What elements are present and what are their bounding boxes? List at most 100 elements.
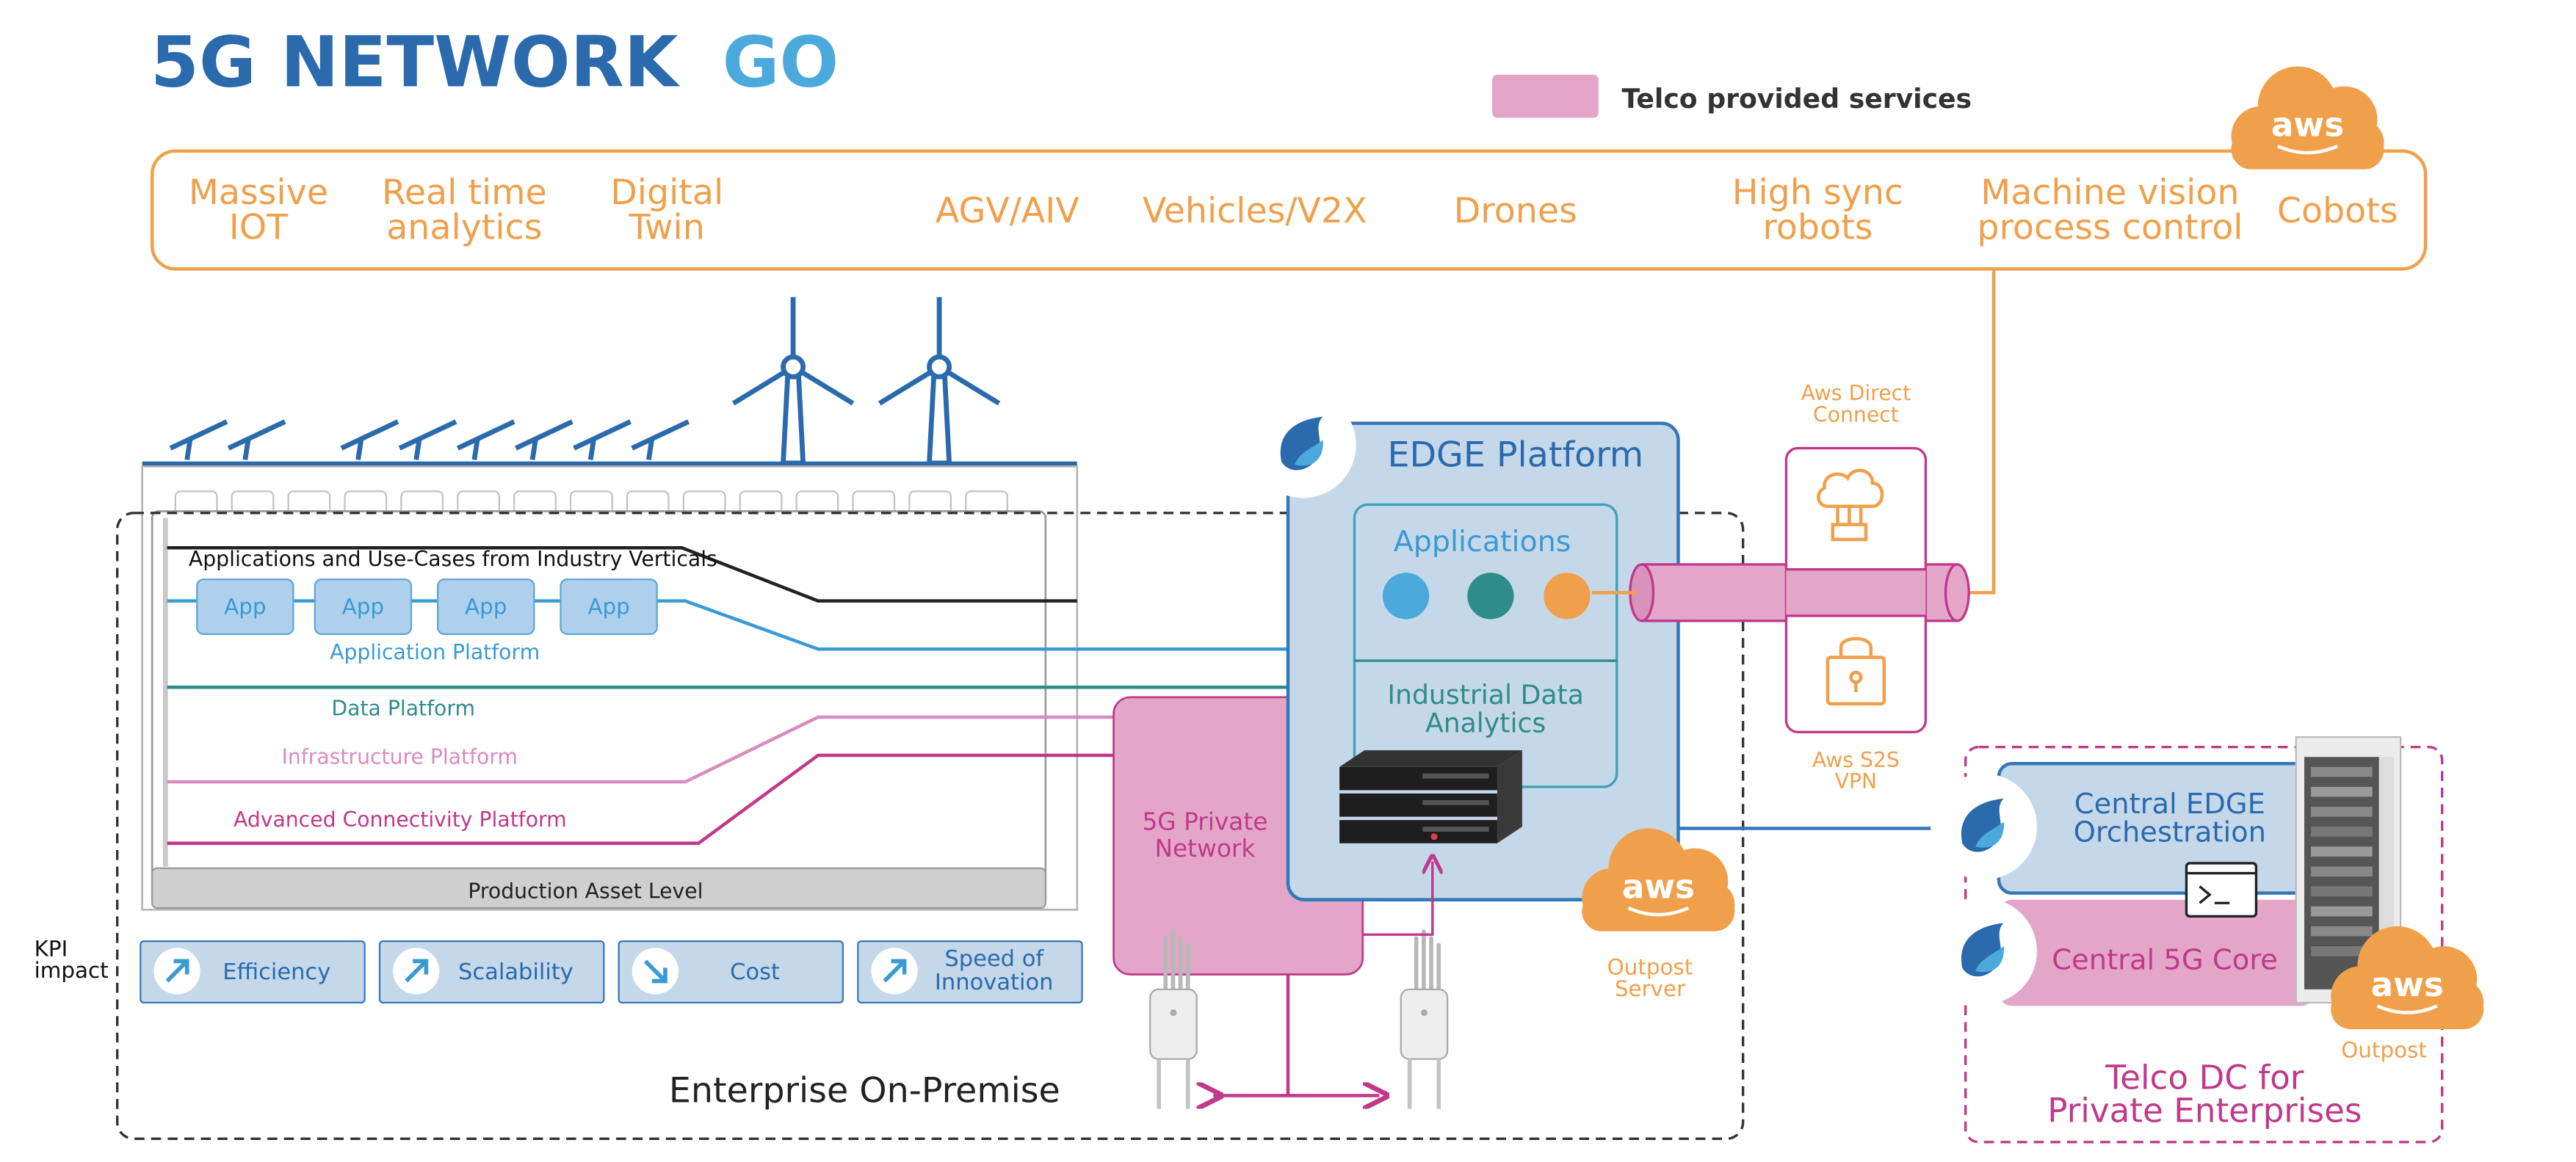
analytics-label-line: Industrial Data [1387,679,1584,711]
kpi-card [618,940,844,1004]
arrow-up-right-icon [405,959,429,983]
orchestration-logo-icon [1931,773,2037,880]
kpi-label: Scalability [458,959,574,985]
outpost-server-line: Outpost [1607,954,1693,979]
solar-panel-icon [340,419,399,451]
orchestration-line: Central EDGE [2074,788,2265,821]
arrow-down-right-icon [643,959,667,984]
app-box[interactable] [196,578,294,635]
kpi-label: Efficiency [222,959,330,985]
data-platform-label: Data Platform [331,697,475,721]
application-platform-label: Application Platform [330,640,540,664]
kpi-label-line: impact [35,958,109,983]
connectivity-platform-line [167,753,1114,846]
use-case-label: analytics [386,208,542,248]
application-dot [1544,573,1591,620]
antenna-icon [1400,929,1449,1110]
wind-turbine-icon [731,297,855,466]
server-link [1362,862,1433,936]
solar-panel-icon [398,419,457,451]
solar-panel-stand [471,437,480,460]
aws-direct-line: Aws Direct [1801,381,1911,405]
app-label: App [587,595,629,620]
aws-logo-text: aws [1622,867,1695,906]
applications-title: Applications [1394,525,1571,559]
cloud-connect-icon [1817,468,1884,542]
solar-panel-stand [242,437,251,460]
application-dot [1467,573,1514,620]
aws-logo-text: aws [2271,105,2344,144]
solar-panels [169,419,690,460]
enterprise-boundary [115,512,1745,1141]
edge-logo-icon [1249,391,1356,498]
server-icon [1339,750,1522,843]
title-part-network: 5G NETWORK [151,23,681,104]
kpi-card [857,940,1083,1004]
production-asset-label: Production Asset Level [468,879,703,903]
telco-dc-line: Private Enterprises [2047,1092,2362,1130]
app-box[interactable] [314,578,413,635]
vpn-lock-icon [1826,636,1886,706]
banner-connector [1960,269,1996,595]
solar-panel-icon [631,419,690,451]
use-case-label: Vehicles/V2X [1143,191,1367,231]
kpi-card [378,940,605,1004]
server-rack-icon [2295,736,2402,1004]
use-case-label: Digital [610,173,723,213]
solar-panel-stand [529,437,538,460]
outpost-label: Outpost [2341,1038,2427,1063]
use-case-label: Real time [382,173,547,213]
legend-swatch [1492,74,1599,118]
central-5g-core-label: Central 5G Core [2052,944,2278,977]
application-dots [1382,573,1591,620]
solar-panel-stand [645,437,655,460]
app-box[interactable] [560,578,658,635]
solar-panel-icon [573,419,632,451]
solar-panel-stand [355,437,364,460]
solar-panel-icon [169,419,228,451]
use-case-banner [150,149,2428,271]
solar-panel-icon [456,419,515,451]
verticals-line [167,546,1077,603]
use-case-label: Machine vision [1980,173,2239,213]
connectivity-platform-label: Advanced Connectivity Platform [234,807,567,832]
aws-vpn-line: Aws S2S [1812,748,1900,772]
production-asset-bar [151,867,1046,909]
app-label: App [465,595,507,620]
use-case-label: IOT [229,208,289,248]
aws-cloud-outpost: aws [2331,926,2484,1030]
solar-panel-icon [227,419,286,451]
verticals-label: Applications and Use-Cases from Industry… [189,547,717,571]
private-network-label-line: Network [1154,835,1255,863]
infrastructure-platform-label: Infrastructure Platform [282,744,518,769]
outpost-server-line: Server [1615,976,1686,1001]
kpi-label: Speed of [944,946,1044,972]
arrow-up-right-icon [883,959,907,983]
telco-dc-line: Telco DC for [2105,1058,2304,1097]
kpi-label: Innovation [935,970,1054,995]
edge-platform-title: EDGE Platform [1387,435,1643,475]
aws-logo-text: aws [2371,965,2444,1004]
use-case-label: robots [1762,208,1873,248]
solar-panel-stand [413,437,422,460]
pipe-through-box [1786,569,1926,616]
core-logo-icon [1931,898,2037,1005]
solar-panel-stand [587,437,597,460]
analytics-label-line: Analytics [1425,707,1546,738]
use-case-label: AGV/AIV [936,191,1079,231]
app-box[interactable] [437,578,535,635]
application-platform-line [167,599,1355,651]
page-title: 5G NETWORK GO [151,23,839,104]
legend-label: Telco provided services [1622,83,1972,115]
kpi-label-line: KPI [35,937,68,962]
central-5g-core-box [1998,899,2315,1006]
